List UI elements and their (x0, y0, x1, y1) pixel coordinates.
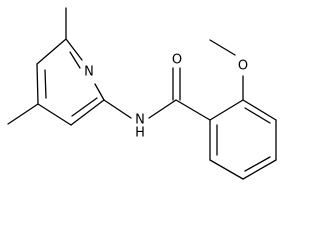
amide-hydrogen-label: H (135, 126, 145, 141)
chemical-structure: N N H O O (7, 7, 277, 180)
bond-c2-nh (103, 99, 132, 119)
bond-b4-b5-inner (244, 156, 271, 172)
pyridine-ring (36, 38, 105, 126)
bond-carbonyl-ring (175, 99, 211, 121)
bond-omethoxy-ch3 (209, 39, 236, 56)
bond-c3-c2 (70, 99, 105, 126)
bond-b2-b3-inner (244, 107, 271, 124)
benzene-ring (209, 99, 277, 180)
bond-c6-c5 (36, 38, 67, 65)
bond-b1-b2 (209, 99, 244, 121)
bond-n1-c6-inner (69, 51, 81, 69)
bond-nh-carbonyl (148, 99, 177, 119)
bond-c2-n1 (94, 83, 105, 101)
carbonyl-oxygen-label: O (172, 53, 182, 68)
amide-nitrogen-label: N (135, 113, 145, 128)
methoxy-oxygen-label: O (238, 59, 248, 74)
pyridine-nitrogen-label: N (84, 65, 94, 80)
bond-c3-c2-inner (71, 97, 98, 117)
bond-c5-c4 (36, 63, 39, 105)
bond-n1-c6 (65, 38, 83, 61)
bond-c5-c4-inner (44, 69, 47, 99)
bond-b5-b6 (209, 159, 244, 180)
bond-b4-b5 (242, 159, 277, 180)
bond-b2-b3 (242, 99, 277, 121)
bond-c4-c3 (37, 103, 72, 126)
bond-methyl-left (7, 103, 39, 125)
